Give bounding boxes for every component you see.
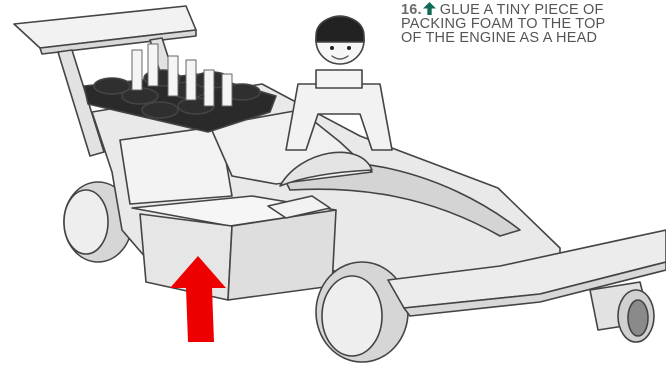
front-wheel (316, 262, 408, 362)
instruction-line-1: 16.GLUE A TINY PIECE OF (401, 2, 666, 17)
arrow-up-icon (423, 2, 436, 15)
exhaust-pipe (590, 282, 654, 342)
instruction-text: 16.GLUE A TINY PIECE OF PACKING FOAM TO … (401, 2, 666, 45)
instruction-line-3: OF THE ENGINE AS A HEAD (401, 31, 666, 45)
instruction-line-2: PACKING FOAM TO THE TOP (401, 17, 666, 31)
